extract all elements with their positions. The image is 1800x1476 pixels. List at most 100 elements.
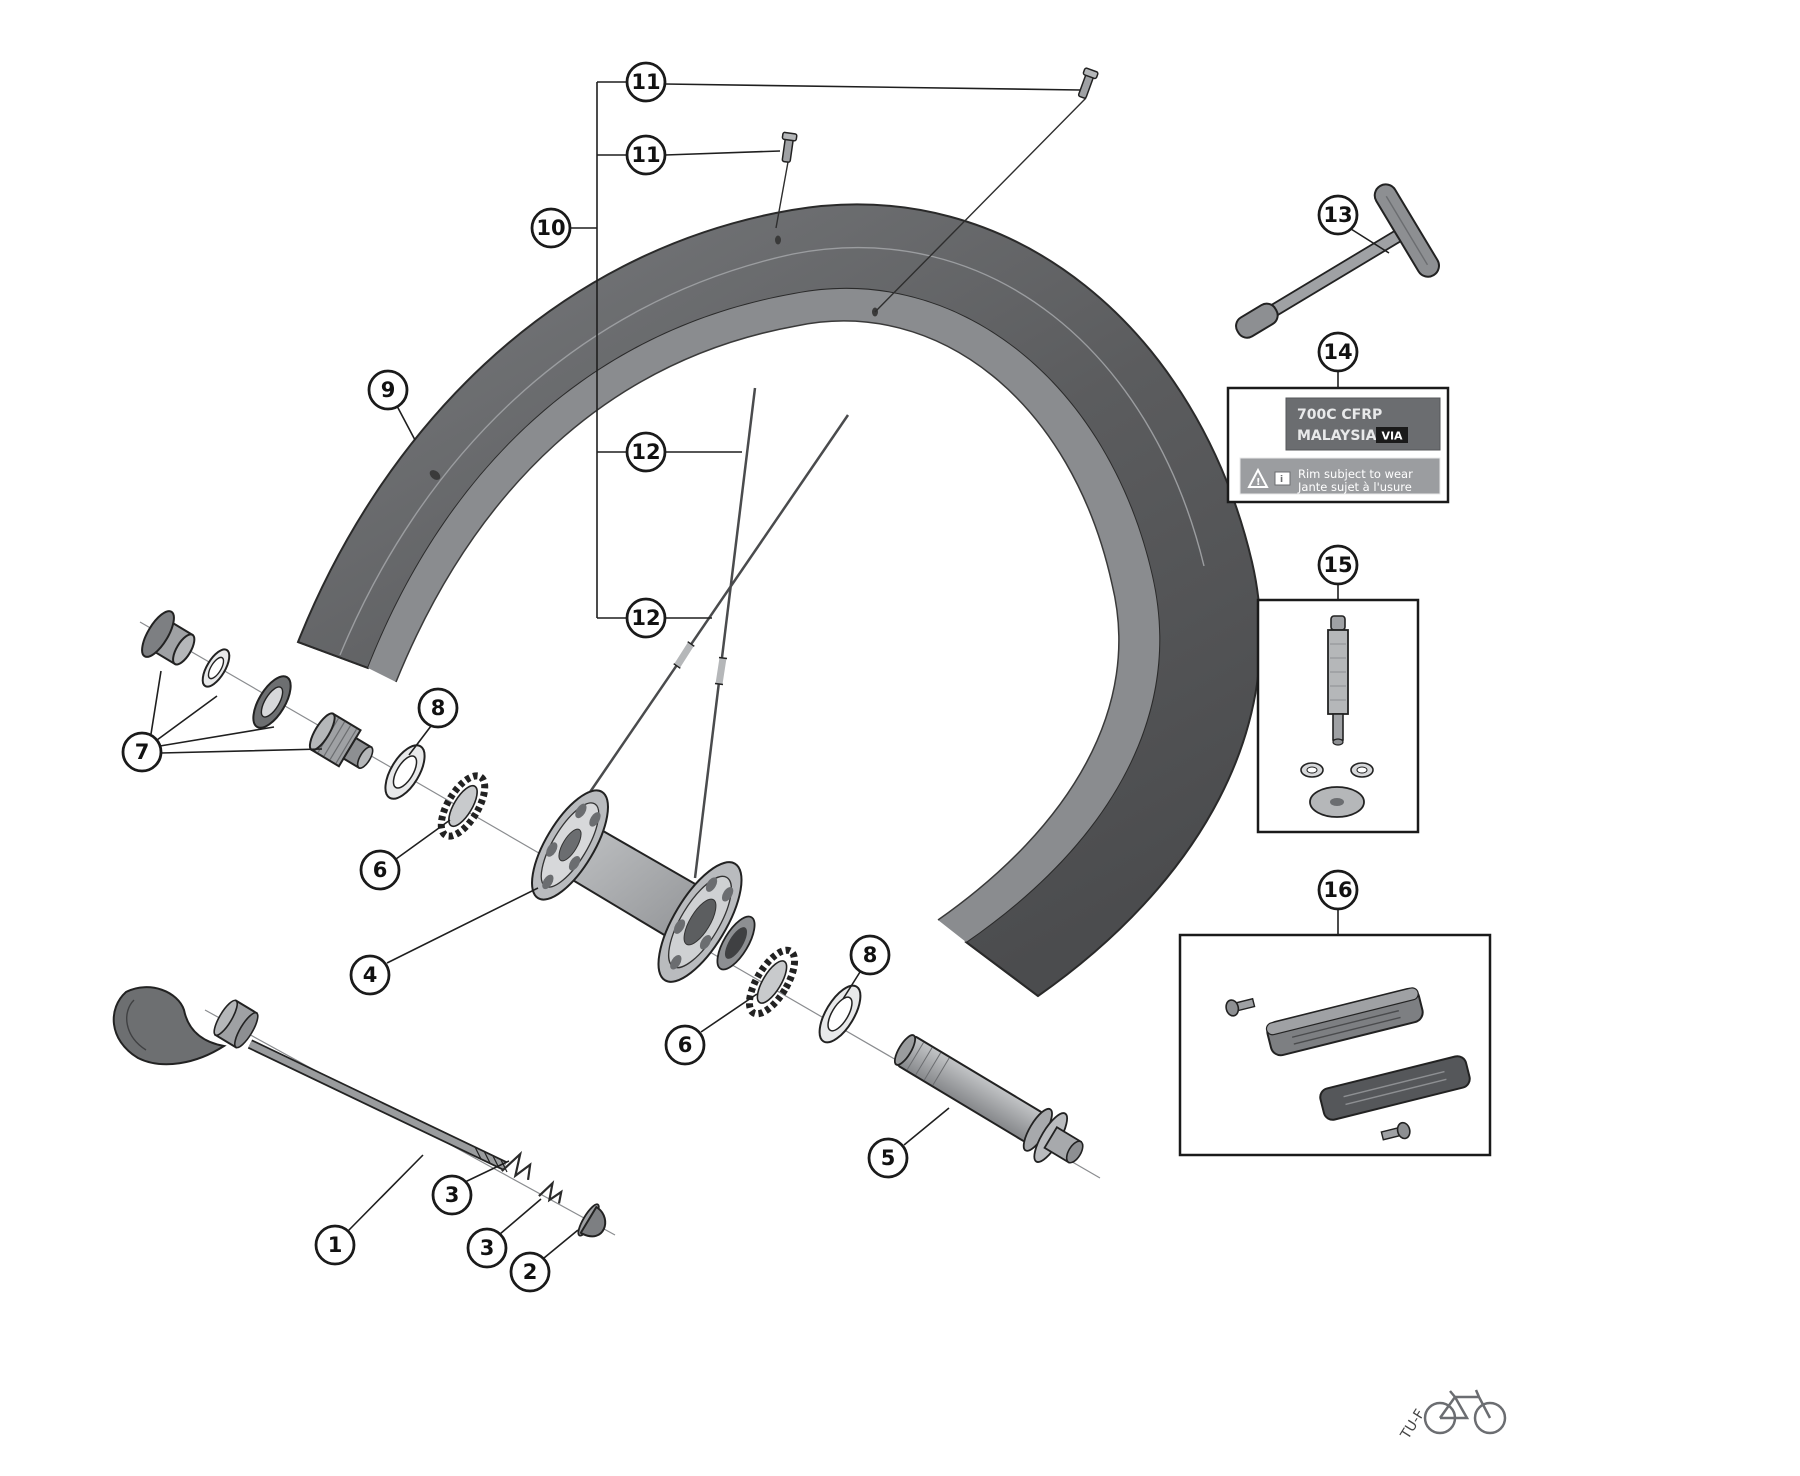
rim-brake-track-line — [395, 320, 1120, 921]
skewer-rod — [248, 1041, 507, 1169]
skewer-end-cap — [577, 1203, 607, 1238]
callout-11-mid: 11 — [625, 134, 667, 176]
quick-release-pivot — [213, 999, 259, 1049]
rim-spec-line2: MALAYSIA — [1297, 428, 1377, 444]
brake-pad-lower — [1319, 1055, 1471, 1121]
svg-text:13: 13 — [1323, 203, 1352, 227]
hub-bearing-cup — [716, 915, 756, 971]
rim-warning-fr: Jante sujet à l'usure — [1297, 480, 1412, 494]
svg-text:1: 1 — [328, 1233, 343, 1257]
rim-warning-strip — [1239, 457, 1441, 495]
quick-release-lever-ridge — [126, 999, 147, 1051]
hub-seal-washer — [201, 648, 231, 688]
hub-washer-right — [818, 984, 862, 1044]
svg-text:3: 3 — [480, 1236, 495, 1260]
svg-text:6: 6 — [373, 858, 388, 882]
svg-text:5: 5 — [881, 1146, 896, 1170]
svg-text:6: 6 — [678, 1033, 693, 1057]
spoke-1-ferrule-ticks — [714, 656, 728, 686]
leader-lines — [150, 81, 1390, 1259]
rim-spoke-hole-1 — [775, 235, 781, 245]
via-badge — [1376, 427, 1408, 443]
pad-fixing-bolt-lower — [1380, 1121, 1411, 1141]
quick-release-assembly — [112, 986, 607, 1238]
callout-13: 13 — [1317, 194, 1359, 236]
rim-end-faces — [297, 641, 1039, 997]
callout-8-left: 8 — [417, 687, 459, 729]
callout-6-left: 6 — [359, 849, 401, 891]
valve-base-disc — [1309, 786, 1365, 818]
svg-text:15: 15 — [1323, 553, 1352, 577]
svg-text:16: 16 — [1323, 878, 1352, 902]
svg-text:10: 10 — [536, 216, 565, 240]
rim-highlight-line — [339, 246, 1205, 656]
callout-9: 9 — [367, 369, 409, 411]
hub-cone-retainer — [308, 712, 374, 770]
valve-extender — [1327, 615, 1349, 746]
callout-14: 14 — [1317, 331, 1359, 373]
brake-pad-upper — [1265, 987, 1424, 1057]
rim-spec-line1: 700C CFRP — [1297, 407, 1382, 423]
spoke-nipple-top — [1077, 67, 1099, 99]
spoke-1-ferrule — [715, 657, 727, 685]
valve-washer-left — [1300, 762, 1324, 778]
callout-5: 5 — [867, 1137, 909, 1179]
warning-triangle-icon — [1247, 467, 1269, 488]
spokes — [586, 387, 850, 879]
manual-book-icon — [1274, 471, 1291, 486]
hub-body — [531, 789, 756, 983]
rim-valve-hole — [429, 470, 441, 480]
skewer-spring-upper — [501, 1150, 532, 1180]
spoke-1 — [693, 387, 757, 879]
svg-text:14: 14 — [1323, 340, 1352, 364]
callout-2: 2 — [509, 1251, 551, 1293]
quick-release-lever — [112, 986, 227, 1066]
svg-text:12: 12 — [631, 606, 660, 630]
svg-text:4: 4 — [363, 963, 378, 987]
svg-text:9: 9 — [381, 378, 396, 402]
callout-3-upper: 3 — [431, 1174, 473, 1216]
svg-text:3: 3 — [445, 1183, 460, 1207]
hub-lock-ring-left — [437, 772, 489, 840]
hub-washer-left — [384, 744, 426, 800]
via-badge-text: VIA — [1381, 430, 1403, 443]
hub-right-flange — [657, 861, 743, 983]
spoke-2-ferrule — [674, 642, 694, 668]
brand-bicycle-icon — [1423, 1389, 1507, 1435]
callout-10: 10 — [530, 207, 572, 249]
rim-warning-en: Rim subject to wear — [1298, 467, 1413, 481]
svg-text:7: 7 — [135, 740, 150, 764]
svg-text:12: 12 — [631, 440, 660, 464]
callout-7: 7 — [121, 731, 163, 773]
hub-seal-ring — [252, 675, 292, 729]
hub-dust-cap — [141, 610, 196, 666]
callout-4: 4 — [349, 954, 391, 996]
rim — [296, 203, 1262, 998]
svg-text:11: 11 — [631, 143, 660, 167]
hub-lock-ring-right — [745, 946, 799, 1018]
hub-left-flange — [531, 789, 609, 901]
brake-pad-box — [1178, 933, 1492, 1157]
spoke-wrench-tool — [1235, 183, 1440, 339]
svg-text:8: 8 — [431, 696, 446, 720]
svg-text:8: 8 — [863, 943, 878, 967]
pad-fixing-bolt-upper — [1225, 997, 1256, 1017]
svg-text:11: 11 — [631, 70, 660, 94]
manual-book-i: i — [1280, 475, 1283, 485]
valve-washer-right — [1350, 762, 1374, 778]
skewer-thread-ticks — [474, 1146, 508, 1173]
hub-axle — [893, 1034, 1084, 1164]
callout-12-lower: 12 — [625, 597, 667, 639]
spoke-nipple-mid — [781, 131, 798, 163]
valve-extender-box — [1256, 598, 1420, 834]
callout-16: 16 — [1317, 869, 1359, 911]
rim-label-box: 700C CFRP MALAYSIA VIA ! i Rim subject t… — [1226, 386, 1450, 504]
model-code-text: TU-F — [1397, 1407, 1428, 1443]
callout-11-top: 11 — [625, 61, 667, 103]
callout-1: 1 — [314, 1224, 356, 1266]
rim-spec-label — [1285, 397, 1441, 451]
skewer-spring-lower — [538, 1180, 563, 1204]
callout-3-lower: 3 — [466, 1227, 508, 1269]
